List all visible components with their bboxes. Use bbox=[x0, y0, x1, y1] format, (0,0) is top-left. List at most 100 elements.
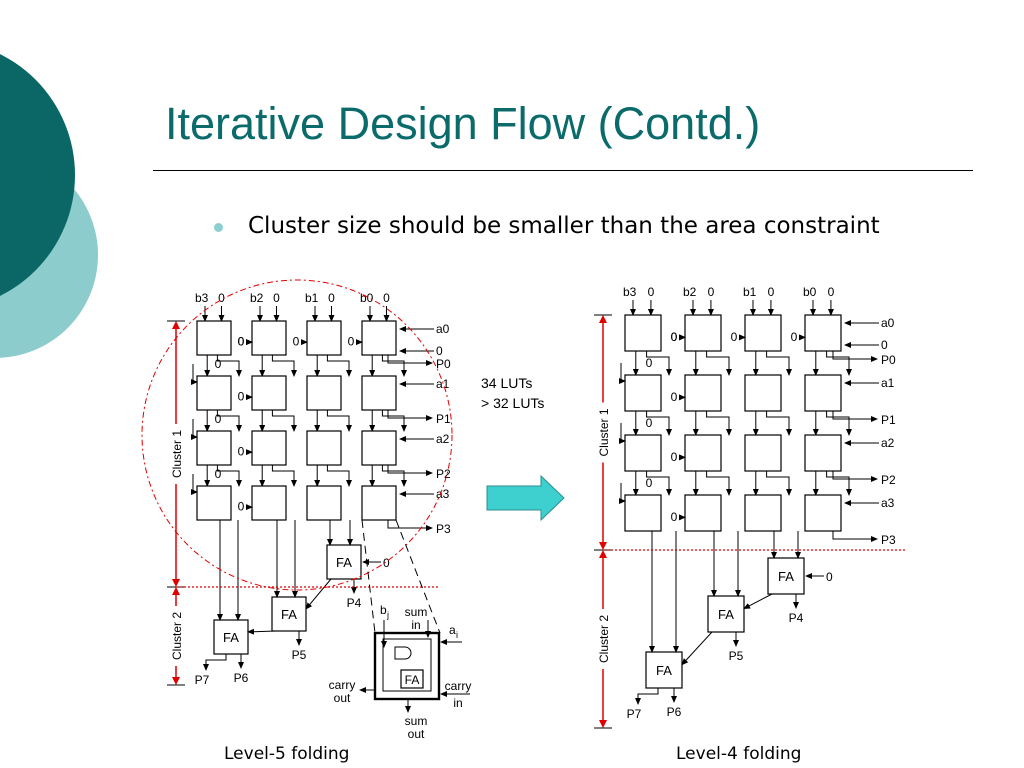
carry-zero-label: 0 bbox=[293, 334, 300, 348]
row-zero-wire bbox=[619, 483, 626, 504]
carry-wire bbox=[326, 355, 352, 377]
p7-output-wire bbox=[635, 688, 659, 705]
lut-cell-r2-c3 bbox=[804, 434, 842, 472]
carry-wire bbox=[766, 411, 792, 436]
cluster2-label-bg bbox=[169, 606, 183, 666]
input-label-a3: a3 bbox=[881, 496, 895, 510]
carry-wire bbox=[826, 351, 852, 376]
cluster1-boundary-circle bbox=[141, 279, 453, 591]
carry-wire bbox=[381, 410, 407, 432]
lut-cell-r3-c3 bbox=[804, 494, 842, 532]
internal-zero-label: 0 bbox=[671, 390, 678, 404]
lut-cell-r3-c3 bbox=[361, 485, 397, 521]
input-label-b3: b3 bbox=[195, 291, 209, 305]
lut-cell-r3-c2 bbox=[744, 494, 782, 532]
carry-in-label-2: in bbox=[453, 696, 462, 710]
lut-cell-r0-c0 bbox=[624, 314, 662, 352]
row-zero-label: 0 bbox=[646, 356, 653, 370]
lut-cell-r1-c2 bbox=[306, 375, 342, 411]
input-zero-label: 0 bbox=[828, 285, 835, 299]
lut-count-label: 34 LUTs bbox=[481, 375, 532, 391]
input-zero-label: 0 bbox=[273, 291, 280, 305]
p-output-wire bbox=[832, 471, 878, 482]
lut-cell-r3-c0 bbox=[196, 485, 232, 521]
full-adder-2 bbox=[707, 595, 745, 633]
p-output-wire bbox=[387, 355, 433, 366]
lut-cell-r1-c3 bbox=[361, 375, 397, 411]
output-label-P2: P2 bbox=[436, 467, 451, 481]
caption-level5: Level-5 folding bbox=[224, 744, 350, 764]
caption-level4: Level-4 folding bbox=[676, 744, 802, 764]
row-zero-label: 0 bbox=[215, 467, 222, 481]
lut-cell-r3-c1 bbox=[251, 485, 287, 521]
output-label-P6: P6 bbox=[667, 705, 682, 719]
output-label-P3: P3 bbox=[881, 533, 896, 547]
cluster1-label-bg bbox=[596, 402, 610, 463]
input-label-a2: a2 bbox=[881, 436, 895, 450]
bullet-icon bbox=[214, 223, 223, 232]
carry-wire bbox=[271, 465, 297, 487]
input-label-b3: b3 bbox=[623, 285, 637, 299]
cluster1-label: Cluster 1 bbox=[170, 430, 184, 478]
input-label-b0: b0 bbox=[803, 285, 817, 299]
lut-cell-r1-c3 bbox=[804, 374, 842, 412]
input-zero-label: 0 bbox=[383, 291, 390, 305]
lut-cell-r0-c2 bbox=[744, 314, 782, 352]
output-label-P0: P0 bbox=[436, 357, 451, 371]
carry-wire bbox=[706, 351, 732, 376]
slide-title: Iterative Design Flow (Contd.) bbox=[165, 98, 761, 149]
lut-cell-r2-c1 bbox=[251, 430, 287, 466]
carry-wire bbox=[646, 411, 672, 436]
carry-wire bbox=[646, 351, 672, 376]
full-adder-label: FA bbox=[281, 607, 297, 622]
right-arrow-icon bbox=[486, 474, 565, 522]
carry-wire bbox=[826, 471, 852, 496]
row-zero-label: 0 bbox=[215, 412, 222, 426]
input-zero-label: 0 bbox=[648, 285, 655, 299]
carry-zero-label: 0 bbox=[671, 330, 678, 344]
p-output-wire bbox=[387, 465, 433, 476]
lut-cell-r0-c3 bbox=[361, 320, 397, 356]
lut-cell-r3-c0 bbox=[624, 494, 662, 532]
carry-wire bbox=[706, 471, 732, 496]
row-zero-label: 0 bbox=[215, 357, 222, 371]
carry-wire bbox=[326, 410, 352, 432]
lut-cell-r2-c2 bbox=[744, 434, 782, 472]
bj-label: b bbox=[380, 603, 387, 617]
lut-cell-r1-c0 bbox=[624, 374, 662, 412]
input-label-b1: b1 bbox=[743, 285, 757, 299]
full-adder-1 bbox=[326, 544, 362, 580]
output-label-P0: P0 bbox=[881, 353, 896, 367]
detail-full-adder-label: FA bbox=[405, 673, 420, 687]
row-zero-label: 0 bbox=[646, 476, 653, 490]
fa-carry-wire bbox=[681, 631, 713, 666]
input-label-b1: b1 bbox=[305, 291, 319, 305]
input-label-b2: b2 bbox=[250, 291, 264, 305]
full-adder-label: FA bbox=[778, 569, 794, 584]
lut-cell-r1-c1 bbox=[251, 375, 287, 411]
input-label-a1: a1 bbox=[881, 376, 895, 390]
detail-full-adder bbox=[400, 669, 424, 689]
input-zero-label: 0 bbox=[328, 291, 335, 305]
carry-zero-label: 0 bbox=[348, 334, 355, 348]
dark-teal-circle bbox=[0, 54, 75, 296]
output-label-P3: P3 bbox=[436, 522, 451, 536]
p-output-wire bbox=[832, 351, 878, 362]
carry-wire bbox=[766, 471, 792, 496]
sum-out-label-1: sum bbox=[405, 714, 428, 728]
lut-cell-r2-c3 bbox=[361, 430, 397, 466]
lut-cell-r2-c1 bbox=[684, 434, 722, 472]
input-label-b0: b0 bbox=[360, 291, 374, 305]
lut-cell-r0-c0 bbox=[196, 320, 232, 356]
input-label-a2: a2 bbox=[436, 432, 450, 446]
lut-cell-r1-c1 bbox=[684, 374, 722, 412]
full-adder-1 bbox=[767, 557, 805, 595]
fa-carry-zero-label: 0 bbox=[826, 570, 833, 584]
p7-output-wire bbox=[203, 654, 227, 671]
bullet-text: Cluster size should be smaller than the … bbox=[248, 213, 880, 239]
carry-wire bbox=[706, 411, 732, 436]
detail-cell-outer bbox=[373, 631, 441, 701]
lut-cell-r0-c3 bbox=[804, 314, 842, 352]
input-zero-label: 0 bbox=[218, 291, 225, 305]
